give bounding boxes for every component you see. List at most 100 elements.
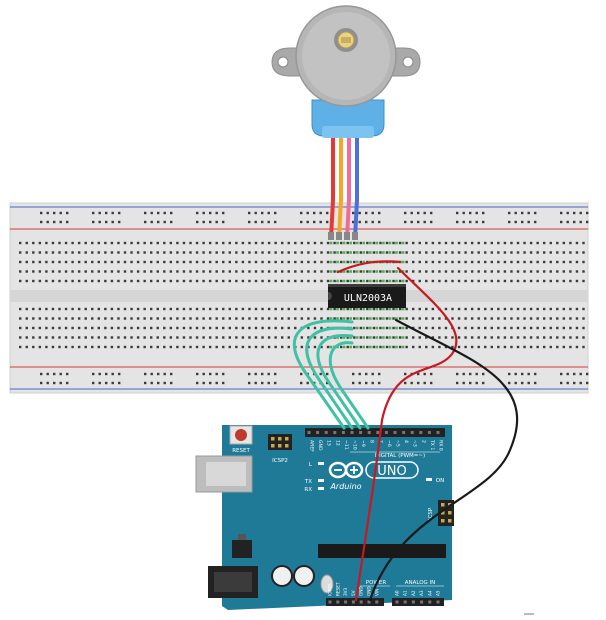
terminal-hole	[529, 270, 533, 273]
terminal-hole	[281, 270, 284, 273]
terminal-hole	[549, 279, 552, 283]
terminal-hole	[215, 345, 218, 349]
terminal-hole	[215, 307, 218, 311]
connected-hole	[349, 241, 352, 245]
terminal-hole	[91, 260, 94, 264]
connected-hole	[349, 317, 352, 320]
terminal-hole	[77, 336, 81, 339]
terminal-hole	[176, 251, 179, 254]
rail-hole	[40, 220, 43, 224]
terminal-hole	[346, 279, 349, 283]
terminal-hole	[241, 270, 245, 273]
rail-hole	[261, 372, 264, 376]
terminal-hole	[575, 345, 579, 349]
terminal-hole	[25, 270, 28, 273]
terminal-hole	[110, 326, 114, 330]
terminal-hole	[412, 241, 415, 245]
rail-hole	[358, 372, 361, 376]
terminal-hole	[274, 241, 277, 245]
rail-hole	[92, 381, 95, 385]
rail-hole	[319, 220, 322, 224]
terminal-hole	[444, 326, 448, 330]
terminal-hole	[84, 270, 87, 273]
rail-hole	[579, 220, 582, 224]
terminal-hole	[366, 270, 369, 273]
terminal-hole	[503, 270, 507, 273]
rail-hole	[586, 381, 589, 385]
terminal-hole	[261, 307, 264, 311]
terminal-hole	[202, 241, 205, 245]
terminal-hole	[569, 279, 572, 283]
terminal-hole	[189, 251, 192, 254]
terminal-hole	[136, 307, 140, 311]
connected-hole	[401, 241, 405, 245]
terminal-hole	[372, 279, 376, 283]
terminal-hole	[490, 345, 493, 349]
terminal-hole	[398, 317, 402, 320]
connected-hole	[355, 279, 359, 283]
terminal-hole	[91, 307, 94, 311]
terminal-hole	[300, 336, 304, 339]
rail-hole	[482, 211, 485, 215]
terminal-hole	[254, 345, 258, 349]
connected-hole	[375, 241, 379, 245]
rail-hole	[469, 381, 472, 385]
rail-hole	[254, 220, 257, 224]
rail-hole	[508, 220, 511, 224]
terminal-hole	[582, 345, 585, 349]
reset-button-cap[interactable]	[235, 429, 247, 441]
digital-pin	[402, 431, 406, 434]
terminal-hole	[346, 251, 349, 254]
rail-hole	[365, 372, 368, 376]
terminal-hole	[274, 260, 277, 264]
terminal-hole	[71, 251, 74, 254]
analog-pin-label: A4	[427, 590, 432, 596]
terminal-hole	[110, 317, 114, 320]
lower-terminal-holes	[19, 307, 585, 349]
terminal-hole	[136, 279, 140, 283]
terminal-hole	[130, 270, 133, 273]
rail-hole	[527, 381, 530, 385]
terminal-hole	[25, 307, 28, 311]
terminal-hole	[123, 317, 127, 320]
terminal-hole	[169, 251, 173, 254]
rail-hole	[150, 372, 153, 376]
terminal-hole	[379, 241, 382, 245]
terminal-hole	[372, 345, 376, 349]
rail-hole	[98, 211, 101, 215]
terminal-hole	[51, 317, 55, 320]
connected-hole	[362, 307, 366, 311]
terminal-hole	[77, 317, 81, 320]
rail-hole	[371, 372, 374, 376]
terminal-hole	[412, 345, 415, 349]
connected-hole	[382, 270, 385, 273]
terminal-hole	[503, 241, 507, 245]
terminal-hole	[470, 307, 474, 311]
terminal-hole	[484, 270, 487, 273]
terminal-hole	[235, 260, 238, 264]
terminal-hole	[464, 270, 467, 273]
connected-hole	[362, 241, 366, 245]
terminal-hole	[32, 260, 35, 264]
terminal-hole	[300, 241, 304, 245]
terminal-hole	[150, 345, 153, 349]
terminal-hole	[392, 251, 395, 254]
rail-hole	[66, 211, 69, 215]
rail-hole	[118, 372, 121, 376]
connected-hole	[336, 307, 339, 311]
connected-hole	[355, 270, 359, 273]
connected-hole	[382, 251, 385, 254]
connected-hole	[342, 345, 346, 349]
terminal-hole	[267, 345, 271, 349]
terminal-hole	[516, 307, 520, 311]
terminal-hole	[77, 307, 81, 311]
rail-hole	[469, 211, 472, 215]
connected-hole	[342, 317, 346, 320]
terminal-hole	[385, 336, 389, 339]
rail-hole	[66, 372, 69, 376]
connected-hole	[349, 279, 352, 283]
rail-hole	[150, 220, 153, 224]
terminal-hole	[582, 317, 585, 320]
terminal-hole	[398, 326, 402, 330]
